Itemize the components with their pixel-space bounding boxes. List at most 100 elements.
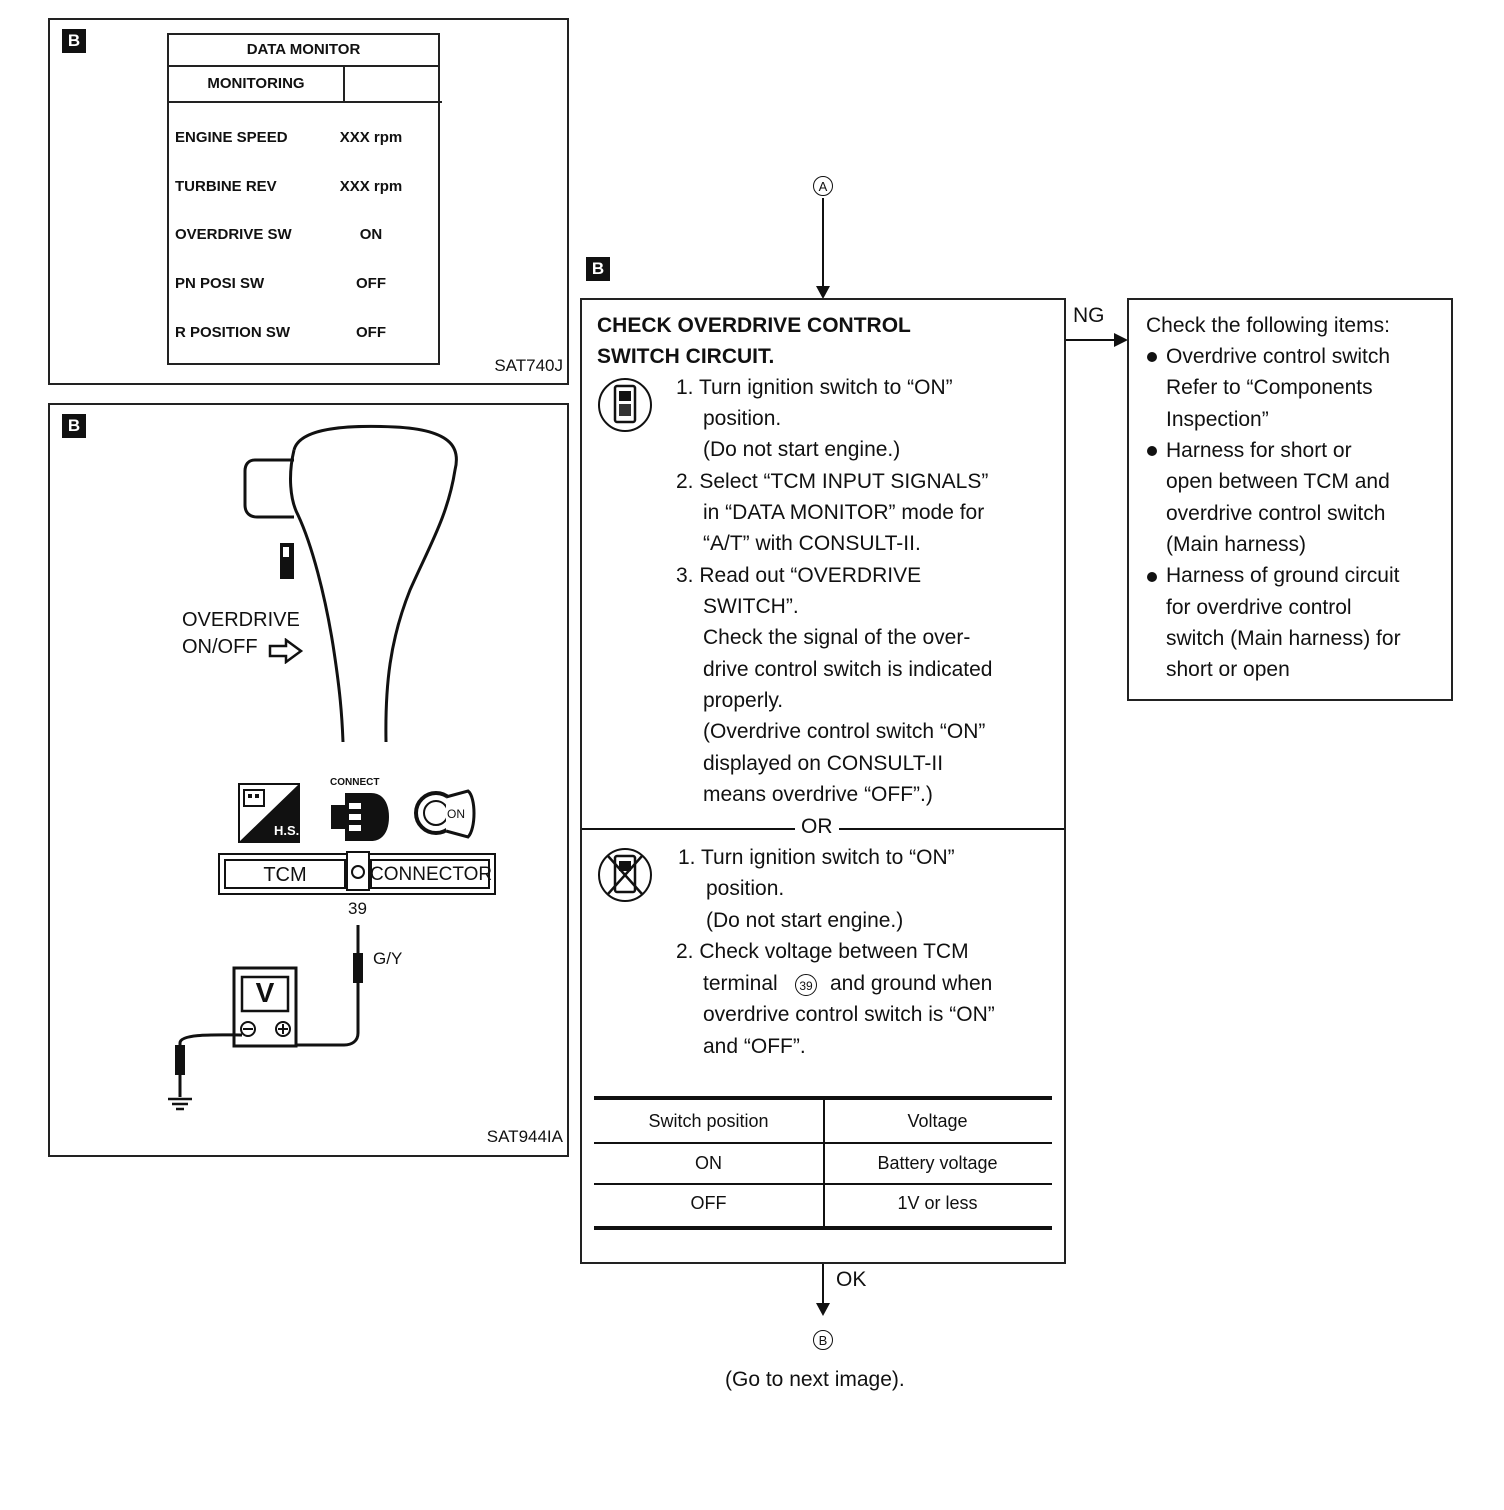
manual-step-line: terminal: [703, 972, 778, 995]
ng-item-line: Harness for short or: [1166, 439, 1352, 462]
section-tag-b: B: [62, 29, 86, 53]
hs-label: H.S.: [274, 823, 300, 838]
connector-label: CONNECTOR: [370, 864, 493, 885]
wire-color-label: G/Y: [373, 949, 403, 968]
table-cell: ON: [695, 1153, 722, 1173]
voltmeter-wiring: [168, 925, 363, 1111]
check-title-line2: SWITCH CIRCUIT.: [597, 345, 775, 368]
ok-label: OK: [836, 1268, 867, 1291]
consult-step-line: (Overdrive control switch “ON”: [703, 720, 986, 743]
consult-step-line: “A/T” with CONSULT-II.: [703, 532, 921, 555]
table-col-divider: [823, 1098, 825, 1228]
manual-step-line: position.: [706, 877, 785, 900]
consult-step-line: properly.: [703, 689, 784, 712]
table-header: Voltage: [907, 1111, 968, 1131]
monitor-row-value: ON: [359, 226, 383, 243]
connector-box: [370, 859, 490, 889]
table-rule-bottom: [594, 1226, 1052, 1230]
consult-step-line: means overdrive “OFF”.): [703, 783, 933, 806]
manual-step-line: overdrive control switch is “ON”: [703, 1003, 995, 1026]
tcm-label: TCM: [263, 864, 307, 886]
manual-step-line: 2. Check voltage between TCM: [676, 940, 969, 963]
terminal-number: 39: [348, 899, 367, 918]
connector-icon: [331, 793, 389, 841]
ng-label: NG: [1073, 304, 1105, 327]
consult-step-line: Check the signal of the over-: [703, 626, 971, 649]
consult-tester-icon: [598, 378, 652, 432]
bullet-icon: [1147, 446, 1157, 456]
consult-step-line: drive control switch is indicated: [703, 658, 993, 681]
table-header: Switch position: [648, 1111, 769, 1131]
check-circuit-box: CHECK OVERDRIVE CONTROL SWITCH CIRCUIT. …: [580, 298, 1066, 1264]
harness-side-icon: [238, 783, 300, 843]
monitor-row-value: XXX rpm: [339, 129, 403, 146]
table-cell: Battery voltage: [877, 1153, 998, 1173]
terminal-39-circle: 39: [795, 974, 817, 996]
consult-step-line: 1. Turn ignition switch to “ON”: [676, 376, 953, 399]
connect-label: CONNECT: [330, 777, 380, 788]
monitor-row-label: R POSITION SW: [175, 324, 291, 341]
ignition-key-icon: [414, 789, 476, 839]
manual-step-line: and ground when: [830, 972, 993, 995]
ng-item-line: Inspection”: [1166, 408, 1269, 431]
data-monitor-panel: B DATA MONITOR MONITORING ENGINE SPEED X…: [48, 18, 569, 385]
ng-item-line: Overdrive control switch: [1166, 345, 1391, 368]
section-tag-b: B: [62, 414, 86, 438]
voltage-table: Switch position Voltage ON Battery volta…: [594, 1096, 1052, 1232]
ng-item-line: open between TCM and: [1166, 470, 1390, 493]
consult-step-line: 3. Read out “OVERDRIVE: [676, 564, 922, 587]
ng-item-line: short or open: [1166, 658, 1290, 681]
end-marker: B: [813, 1330, 833, 1350]
terminal-pin-icon: [351, 865, 365, 879]
ng-box-title: Check the following items:: [1146, 314, 1390, 337]
ng-item-line: overdrive control switch: [1166, 502, 1386, 525]
consult-step-line: (Do not start engine.): [703, 438, 901, 461]
section-tag-b: B: [586, 257, 610, 281]
consult-step-line: position.: [703, 407, 782, 430]
monitor-row-value: OFF: [356, 275, 386, 292]
ng-item-line: Refer to “Components: [1166, 376, 1373, 399]
monitor-row-label: TURBINE REV: [175, 178, 277, 195]
monitor-row-value: OFF: [356, 324, 386, 341]
ng-item-line: Harness of ground circuit: [1166, 564, 1400, 587]
ng-item-line: for overdrive control: [1166, 596, 1352, 619]
screen-blank-cell: [345, 67, 442, 103]
figure-code: SAT944IA: [486, 1127, 563, 1146]
ng-item-line: switch (Main harness) for: [1166, 627, 1401, 650]
ng-item-line: (Main harness): [1166, 533, 1307, 556]
manual-step-line: 1. Turn ignition switch to “ON”: [678, 846, 955, 869]
start-marker: A: [813, 176, 833, 196]
consult-step-line: SWITCH”.: [703, 595, 799, 618]
figure-code: SAT740J: [494, 356, 563, 375]
table-cell: 1V or less: [897, 1193, 978, 1213]
overdrive-label-line1: OVERDRIVE: [182, 609, 300, 631]
next-image-note: (Go to next image).: [725, 1368, 905, 1391]
no-consult-icon: [598, 848, 652, 902]
bullet-icon: [1147, 572, 1157, 582]
check-title-line1: CHECK OVERDRIVE CONTROL: [597, 314, 911, 337]
monitor-row-label: ENGINE SPEED: [175, 129, 288, 146]
or-label: OR: [795, 815, 839, 839]
screen-title: DATA MONITOR: [169, 35, 438, 67]
monitor-row-label: OVERDRIVE SW: [175, 226, 292, 243]
switch-circuit-panel: B OVERDRIVE ON/OFF H.S. CONNECT ON: [48, 403, 569, 1157]
consult-step-line: in “DATA MONITOR” mode for: [703, 501, 985, 524]
manual-step-line: (Do not start engine.): [706, 909, 904, 932]
pointer-arrow-icon: [268, 638, 304, 664]
consult-screen: DATA MONITOR MONITORING ENGINE SPEED XXX…: [167, 33, 442, 365]
table-cell: OFF: [690, 1193, 727, 1213]
consult-step-line: displayed on CONSULT-II: [703, 752, 944, 775]
monitor-row-label: PN POSI SW: [175, 275, 265, 292]
key-on-label: ON: [447, 807, 465, 821]
tcm-box: [224, 859, 346, 889]
voltmeter-label: V: [255, 977, 275, 1008]
screen-monitoring-label: MONITORING: [169, 67, 345, 103]
bullet-icon: [1147, 352, 1157, 362]
shift-lever-drawing: [243, 424, 458, 743]
manual-step-line: and “OFF”.: [703, 1035, 806, 1058]
consult-step-line: 2. Select “TCM INPUT SIGNALS”: [676, 470, 989, 493]
monitor-row-value: XXX rpm: [339, 178, 403, 195]
ng-check-items-box: Check the following items: Overdrive con…: [1127, 298, 1453, 701]
overdrive-label-line2: ON/OFF: [182, 636, 258, 658]
